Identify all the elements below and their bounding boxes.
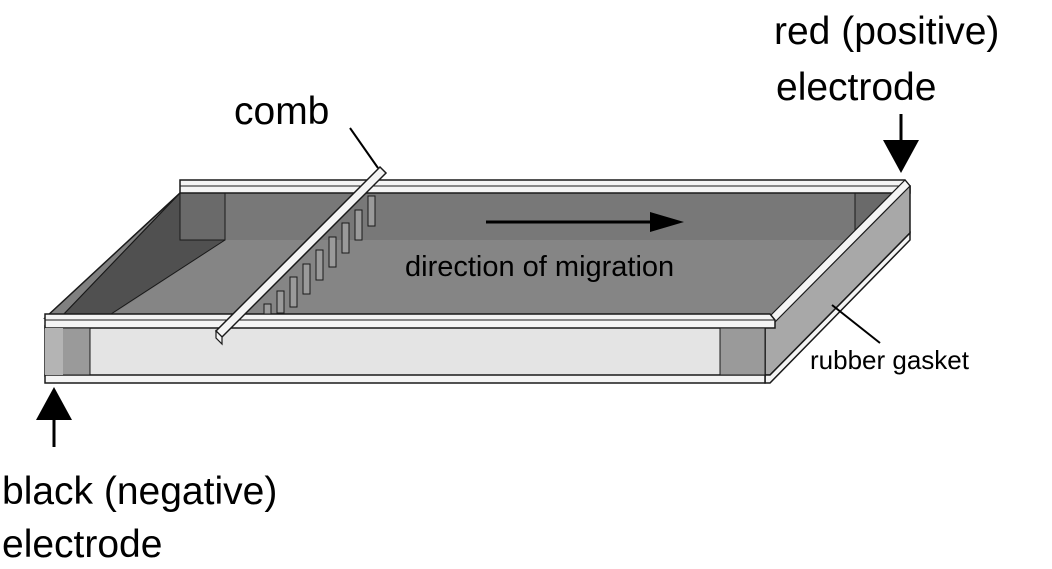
black-electrode-label-line1: black (negative): [2, 470, 277, 513]
red-electrode-label-line2: electrode: [776, 66, 936, 109]
gasket-leader-line: [831, 304, 881, 344]
front-bottom-rim: [44, 374, 766, 384]
front-top-rim: [44, 313, 776, 329]
red-electrode-label-line1: red (positive): [774, 10, 999, 53]
comb-teeth: [263, 195, 376, 315]
back-left-gasket-block: [179, 192, 226, 241]
direction-label: direction of migration: [405, 251, 674, 283]
front-panel: [44, 325, 766, 377]
gasket-label: rubber gasket: [810, 345, 970, 375]
comb-label: comb: [234, 90, 329, 133]
migration-arrow: [486, 212, 684, 232]
comb-bar-end: [215, 329, 223, 346]
black-electrode-arrow: [36, 387, 72, 447]
comb-leader-line: [349, 127, 379, 169]
front-right-gasket-block: [719, 327, 766, 376]
red-electrode-arrow: [883, 114, 919, 173]
back-inner-wall: [180, 193, 905, 240]
black-electrode-label-line2: electrode: [2, 523, 162, 566]
